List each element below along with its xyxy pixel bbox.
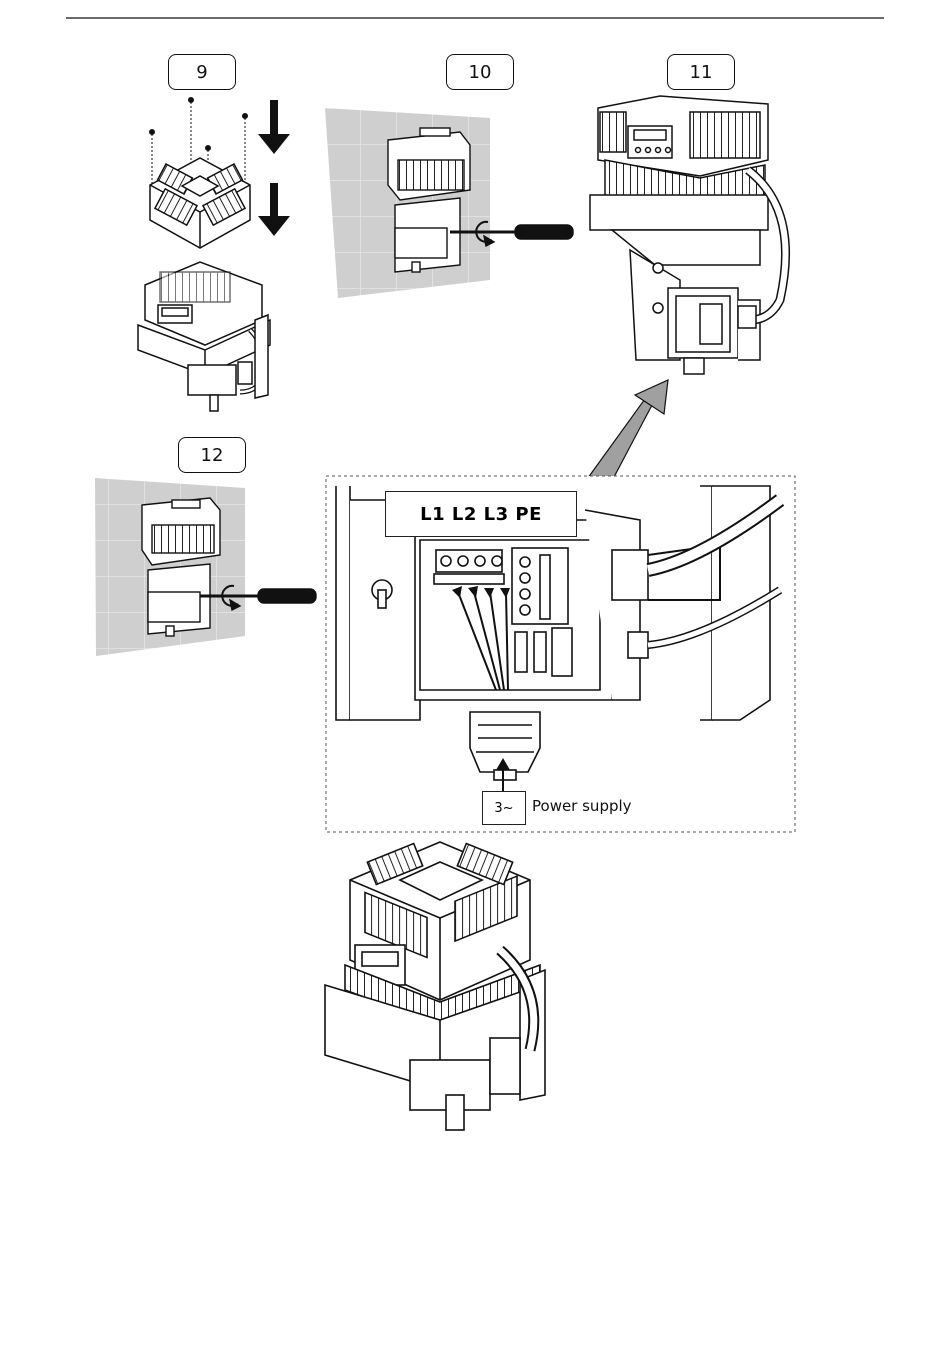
step-11-label: 11 bbox=[667, 54, 735, 90]
step-9-label: 9 bbox=[168, 54, 236, 90]
drive-cover bbox=[150, 158, 250, 248]
step9-illustration bbox=[138, 98, 290, 412]
step10-illustration bbox=[325, 108, 573, 298]
drive-base bbox=[138, 262, 270, 411]
step-12-label: 12 bbox=[178, 437, 246, 473]
step12-illustration bbox=[95, 478, 316, 656]
power-supply-label: Power supply bbox=[532, 797, 632, 815]
terminal-label: L1 L2 L3 PE bbox=[385, 491, 577, 537]
step-10-label: 10 bbox=[446, 54, 514, 90]
down-arrow-icon bbox=[258, 100, 290, 236]
step11-illustration bbox=[590, 96, 786, 374]
final-assembly-illustration bbox=[325, 842, 545, 1130]
phase-label: 3~ bbox=[482, 791, 526, 825]
